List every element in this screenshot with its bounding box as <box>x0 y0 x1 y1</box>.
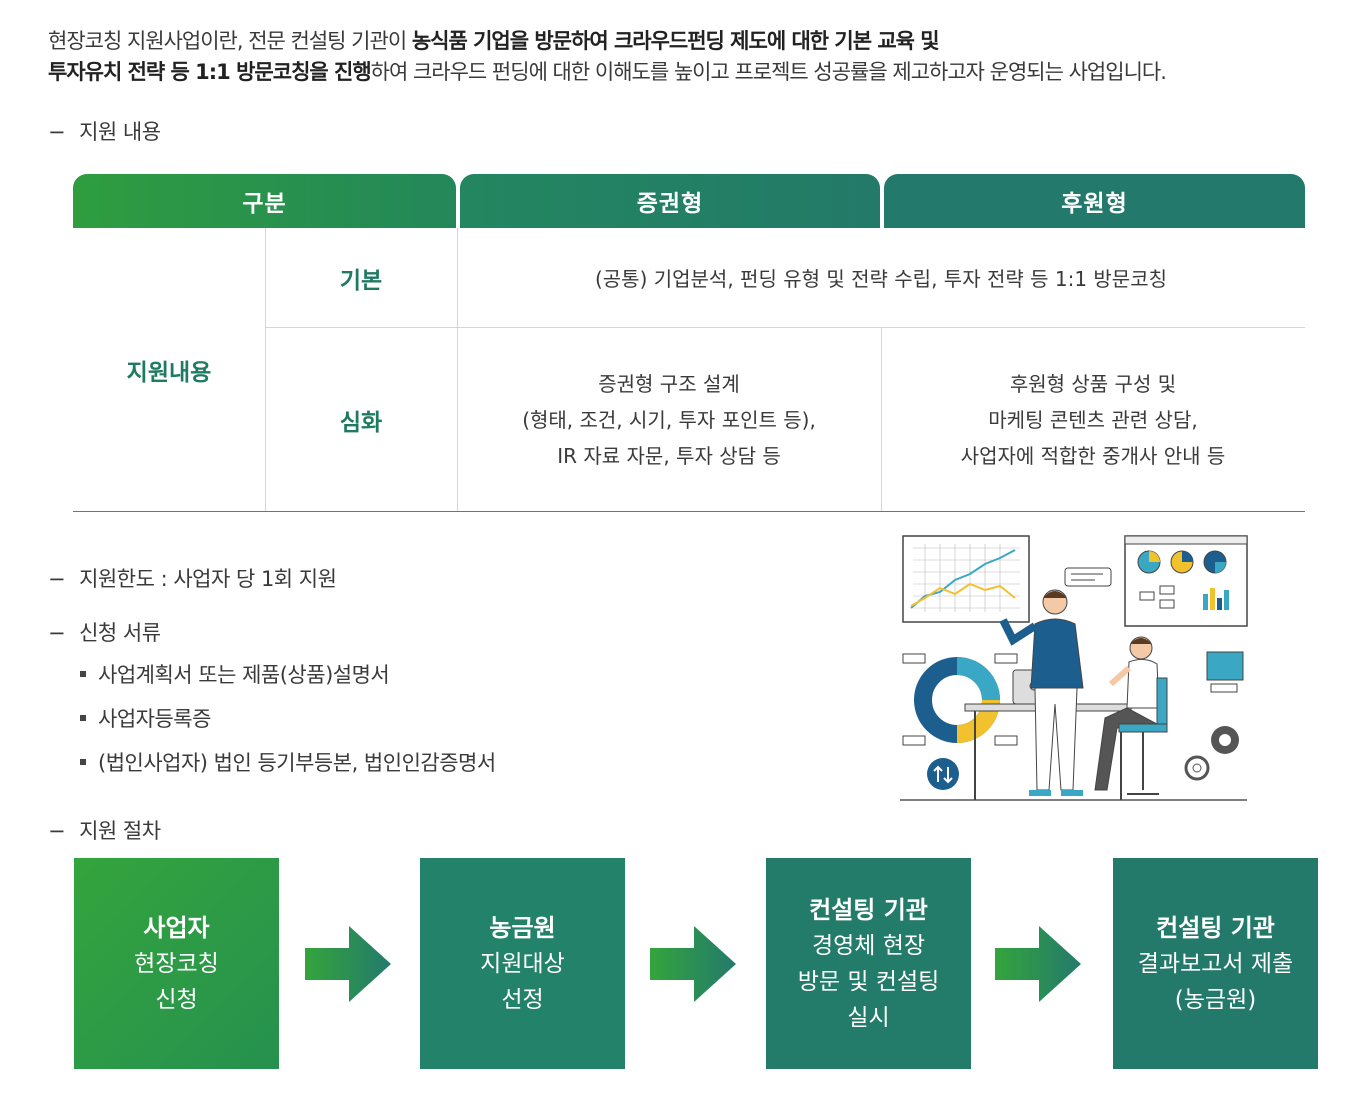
docs-title: 신청 서류 <box>48 617 161 647</box>
header-category: 구분 <box>73 174 456 228</box>
step-1: 사업자 현장코칭 신청 <box>74 858 279 1069</box>
step-3: 컨설팅 기관 경영체 현장 방문 및 컨설팅 실시 <box>766 858 971 1069</box>
arrow-right-icon <box>995 926 1081 1002</box>
arrow-right-icon <box>305 926 391 1002</box>
arrow-right-icon <box>650 926 736 1002</box>
intro-text: 현장코칭 지원사업이란, 전문 컨설팅 기관이 농식품 기업을 방문하여 크라우… <box>48 26 1338 88</box>
step-2: 농금원 지원대상 선정 <box>420 858 625 1069</box>
deep-reward-text: 후원형 상품 구성 및 마케팅 콘텐츠 관련 상담, 사업자에 적합한 중개사 … <box>960 371 1226 468</box>
doc-item: (법인사업자) 법인 등기부등본, 법인인감증명서 <box>80 747 496 777</box>
deep-security-text: 증권형 구조 설계 (형태, 조건, 시기, 투자 포인트 등), IR 자료 … <box>522 371 816 468</box>
intro-line2-b: 하여 크라우드 펀딩에 대한 이해도를 높이고 프로젝트 성공률을 제고하고자 … <box>370 60 1167 84</box>
procedure-title: 지원 절차 <box>48 815 161 845</box>
doc-item: 사업계획서 또는 제품(상품)설명서 <box>80 659 390 689</box>
support-table: 구분 증권형 후원형 지원내용 기본 심화 (공통) 기업분석, 펀딩 유형 및… <box>73 174 1305 512</box>
basic-common-text: (공통) 기업분석, 펀딩 유형 및 전략 수립, 투자 전략 등 1:1 방문… <box>594 267 1168 291</box>
intro-line1-a: 현장코칭 지원사업이란, 전문 컨설팅 기관이 <box>48 29 412 53</box>
step-4: 컨설팅 기관 결과보고서 제출 (농금원) <box>1113 858 1318 1069</box>
intro-line1-bold: 농식품 기업을 방문하여 크라우드펀딩 제도에 대한 기본 교육 및 <box>411 29 940 53</box>
section-support-content: 지원 내용 <box>48 116 161 146</box>
intro-line2-bold: 투자유치 전략 등 1:1 방문코칭을 진행 <box>48 60 372 84</box>
sub-basic: 기본 <box>339 267 383 294</box>
header-security: 증권형 <box>460 174 880 228</box>
support-limit: 지원한도 : 사업자 당 1회 지원 <box>48 563 337 593</box>
row-head-support: 지원내용 <box>126 360 212 386</box>
doc-item: 사업자등록증 <box>80 703 211 733</box>
sub-deep: 심화 <box>339 409 383 436</box>
consulting-illustration <box>900 535 1248 801</box>
header-reward: 후원형 <box>884 174 1305 228</box>
